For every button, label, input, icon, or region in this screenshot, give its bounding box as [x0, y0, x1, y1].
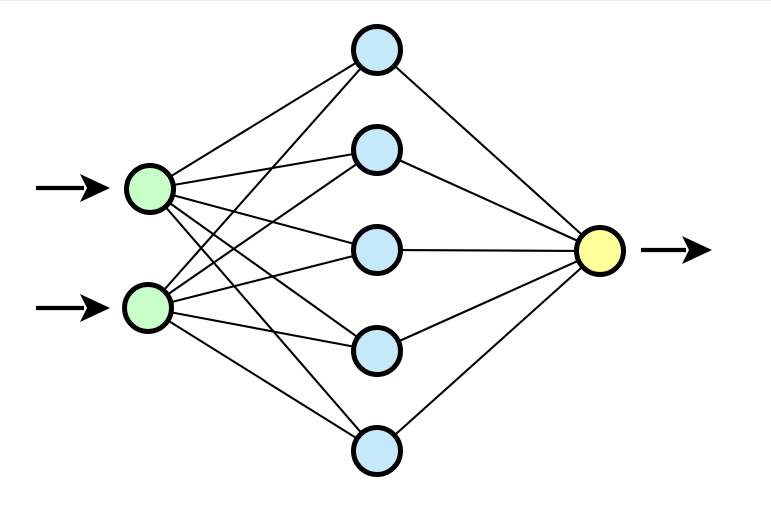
input-layer-node-i1[interactable]: [124, 163, 176, 215]
edge-h4-o1: [398, 259, 579, 343]
edge-h2-o1: [398, 159, 579, 242]
input-arrow-2-head: [80, 294, 110, 322]
output-arrow-head: [682, 236, 712, 264]
hidden-layer-node-h4[interactable]: [351, 325, 403, 377]
hidden-layer-node-h1[interactable]: [351, 24, 403, 76]
nodes-group: [122, 24, 626, 477]
hidden-layer-node-h5[interactable]: [351, 425, 403, 477]
edge-i2-h1: [163, 67, 362, 291]
edge-i1-h3: [172, 194, 355, 245]
edge-i1-h4: [168, 202, 359, 338]
edge-h5-o1: [394, 266, 583, 436]
edge-i1-h5: [164, 206, 363, 434]
hidden-layer-node-h2[interactable]: [351, 124, 403, 176]
edge-i1-h1: [169, 61, 358, 178]
input-arrow-1-head: [80, 174, 110, 202]
edge-h1-o1: [394, 65, 583, 236]
output-layer-node-o1[interactable]: [574, 225, 626, 277]
edges-group: [163, 61, 583, 440]
input-layer-node-i2[interactable]: [122, 282, 174, 334]
edge-h3-o1: [400, 249, 577, 252]
hidden-layer-node-h3[interactable]: [351, 224, 403, 276]
edge-i2-h5: [167, 319, 358, 440]
edge-i1-h2: [173, 153, 354, 186]
edge-i2-h3: [170, 254, 355, 304]
edge-i2-h2: [167, 162, 358, 296]
io-arrows-group: [36, 174, 712, 322]
edge-i2-h4: [171, 311, 354, 348]
